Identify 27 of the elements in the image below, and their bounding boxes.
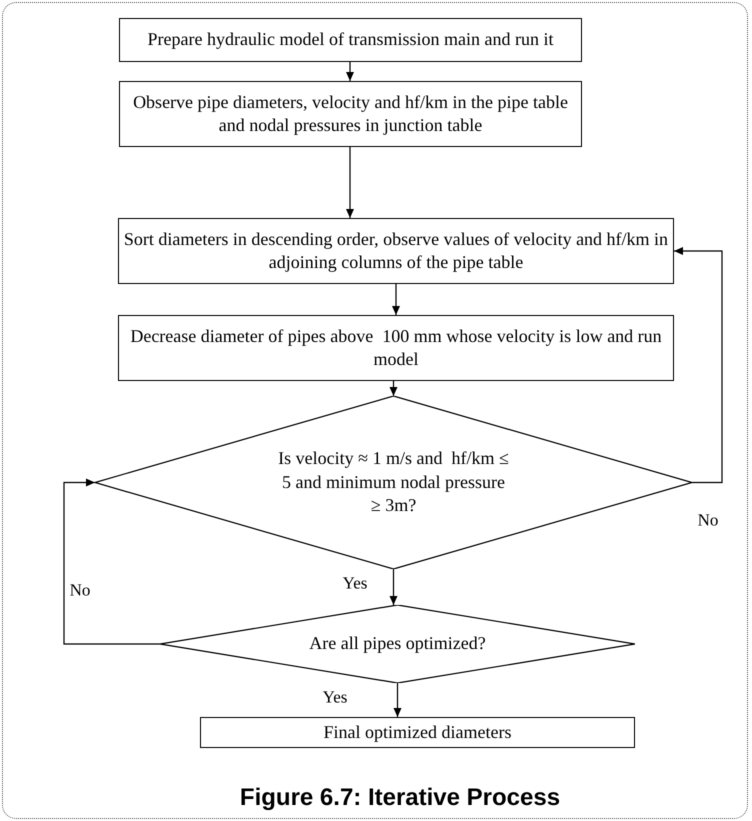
- decision-diamond: [160, 605, 635, 683]
- node-text: Observe pipe diameters, velocity and hf/km in the pipe table and nodal pressures in junction table: [132, 90, 569, 137]
- arrow: [346, 62, 354, 81]
- decision-diamond: [95, 396, 692, 569]
- arrow: [346, 147, 354, 218]
- arrow: [390, 569, 398, 605]
- node-text: Are all pipes optimized?: [309, 632, 486, 656]
- node-text: Final optimized diameters: [324, 720, 512, 744]
- edge-label: No: [698, 512, 718, 528]
- process-box: [200, 717, 635, 748]
- node-text: Decrease diameter of pipes above 100 mm whose velocity is low and run model: [129, 324, 663, 371]
- process-box: [118, 315, 674, 381]
- process-box: [119, 81, 582, 147]
- arrow: [394, 683, 402, 717]
- arrow: [674, 247, 723, 484]
- arrow: [63, 478, 160, 645]
- process-box: [119, 18, 582, 62]
- arrow: [392, 284, 400, 315]
- edge-label: No: [70, 582, 90, 598]
- node-text: Is velocity ≈ 1 m/s and hf/km ≤ 5 and minimum nodal pressure ≥ 3m?: [277, 447, 510, 518]
- process-box: [118, 218, 674, 284]
- arrow: [390, 381, 398, 396]
- figure-caption: Figure 6.7: Iterative Process: [238, 783, 562, 813]
- edge-label: Yes: [342, 574, 368, 592]
- node-text: Prepare hydraulic model of transmission main and run it: [148, 28, 554, 52]
- edge-label: Yes: [322, 688, 348, 706]
- node-text: Sort diameters in descending order, observe values of velocity and hf/km in adjoining columns of the pipe table: [123, 228, 669, 274]
